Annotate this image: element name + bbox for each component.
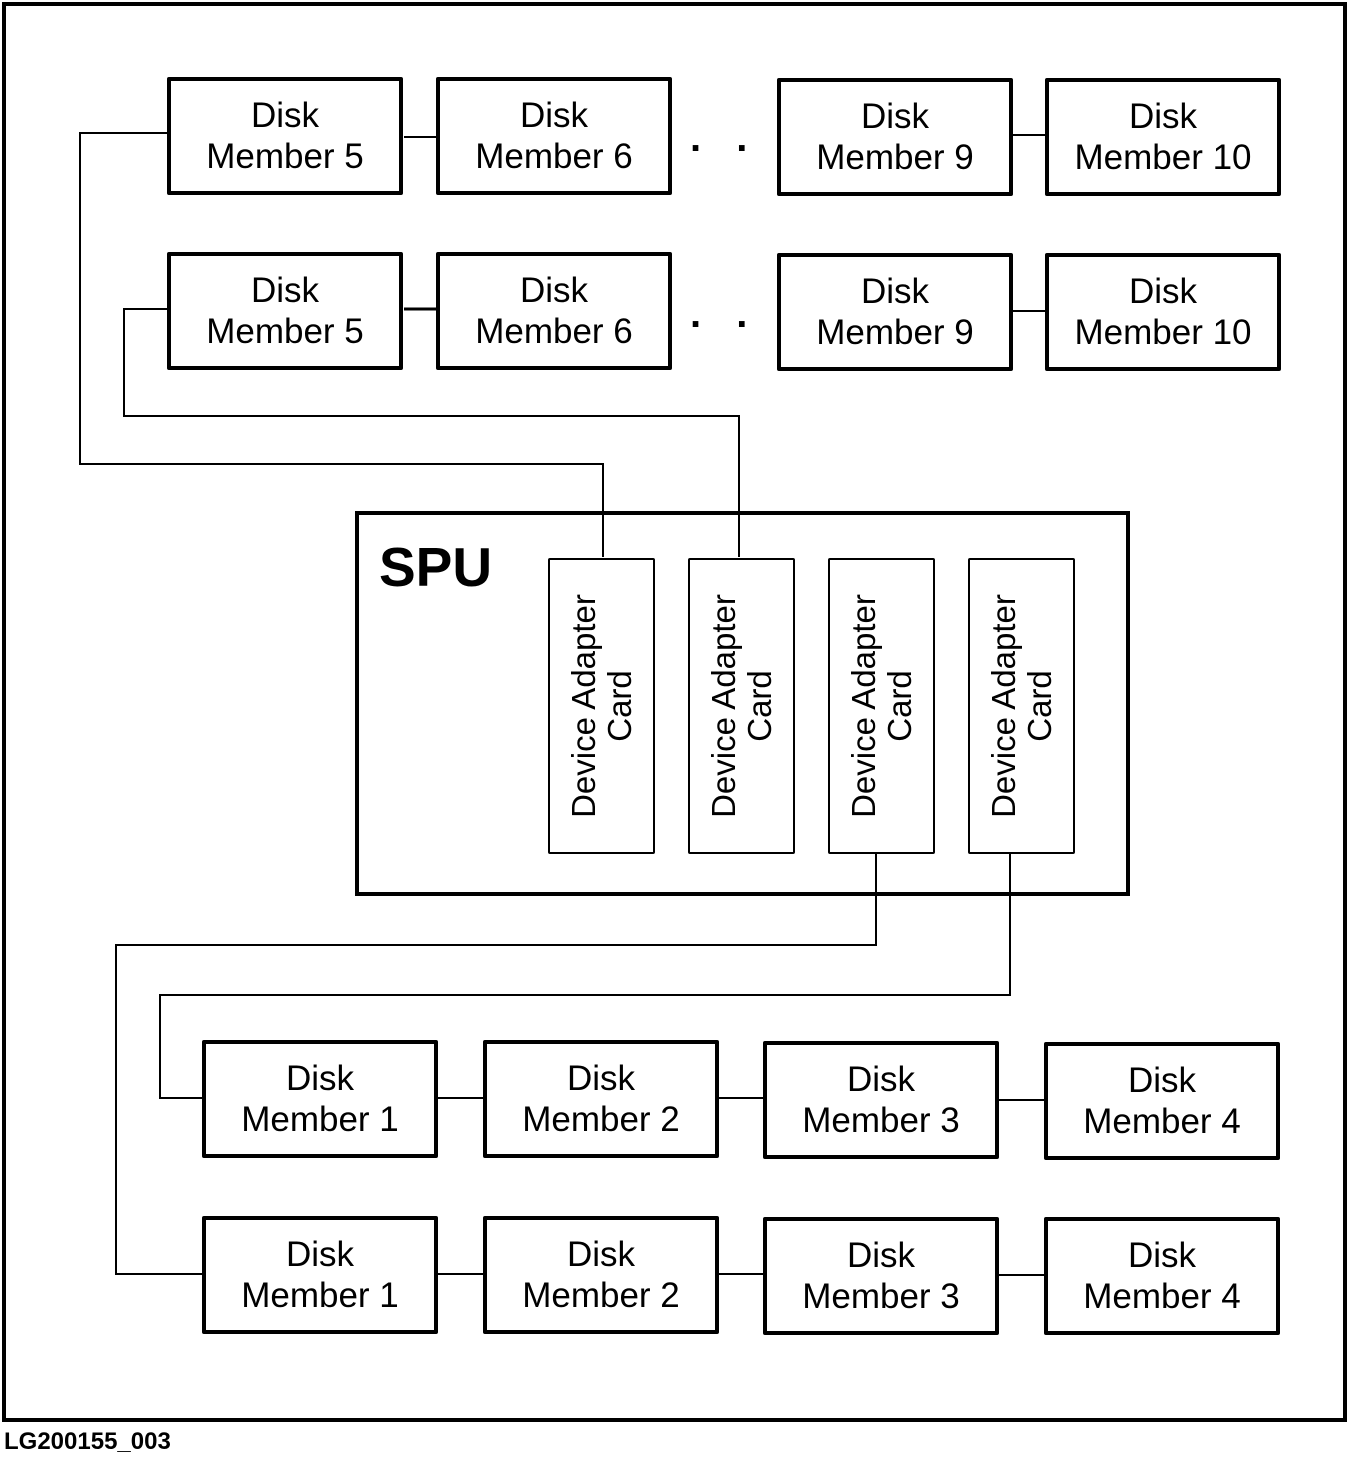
disk-member-1-bottom-row-1: Disk Member 1 (202, 1040, 438, 1158)
disk-label-line2: Member 10 (1074, 313, 1252, 352)
disk-label-line2: Member 9 (816, 138, 974, 177)
disk-label-line1: Disk (566, 1059, 636, 1098)
disk-label-line1: Disk (566, 1235, 636, 1274)
disk-label-line1: Disk (860, 97, 930, 136)
disk-label-line2: Member 10 (1074, 138, 1252, 177)
device-adapter-card-4: Device Adapter Card (968, 558, 1075, 854)
disk-label-line2: Member 6 (475, 137, 633, 176)
disk-label-line2: Member 5 (206, 312, 364, 351)
disk-label-line1: Disk (1128, 272, 1198, 311)
disk-label-line1: Disk (519, 271, 589, 310)
wire-card4-bottom-row-1 (159, 852, 1011, 1099)
device-adapter-card-2: Device Adapter Card (688, 558, 795, 854)
card-label-line1: Device Adapter (984, 594, 1022, 818)
card-label-line2: Card (740, 670, 778, 742)
disk-label-line2: Member 3 (802, 1101, 960, 1140)
disk-member-9-top-row-1: Disk Member 9 (777, 78, 1013, 196)
disk-member-4-bottom-row-1: Disk Member 4 (1044, 1042, 1280, 1160)
disk-label-line2: Member 4 (1083, 1277, 1241, 1316)
disk-member-3-bottom-row-2: Disk Member 3 (763, 1217, 999, 1335)
disk-label-line1: Disk (285, 1235, 355, 1274)
disk-member-2-bottom-row-1: Disk Member 2 (483, 1040, 719, 1158)
diagram-frame (2, 2, 1347, 1422)
device-adapter-card-3: Device Adapter Card (828, 558, 935, 854)
disk-member-10-top-row-1: Disk Member 10 (1045, 78, 1281, 196)
disk-label-line2: Member 3 (802, 1277, 960, 1316)
device-adapter-card-1: Device Adapter Card (548, 558, 655, 854)
wire-card3-bottom-row-2 (115, 852, 877, 1275)
disk-label-line2: Member 5 (206, 137, 364, 176)
disk-member-6-top-row-2: Disk Member 6 (436, 252, 672, 370)
card-label-line1: Device Adapter (564, 594, 602, 818)
disk-member-10-top-row-2: Disk Member 10 (1045, 253, 1281, 371)
disk-label-line1: Disk (846, 1236, 916, 1275)
figure-id: LG200155_003 (4, 1428, 171, 1455)
disk-label-line2: Member 1 (241, 1276, 399, 1315)
disk-label-line1: Disk (1128, 97, 1198, 136)
disk-member-5-top-row-2: Disk Member 5 (167, 252, 403, 370)
disk-label-line1: Disk (1127, 1061, 1197, 1100)
spu-box: SPU Device Adapter Card Device Adapter C… (355, 511, 1130, 896)
card-label-line1: Device Adapter (704, 594, 742, 818)
spu-label: SPU (379, 536, 493, 598)
disk-label-line1: Disk (519, 96, 589, 135)
disk-member-6-top-row-1: Disk Member 6 (436, 77, 672, 195)
disk-label-line2: Member 1 (241, 1100, 399, 1139)
wire-card2-top-row-2 (123, 308, 740, 557)
wire-card1-top-row-1 (79, 132, 604, 557)
disk-label-line1: Disk (250, 96, 320, 135)
disk-label-line1: Disk (860, 272, 930, 311)
disk-label-line2: Member 9 (816, 313, 974, 352)
disk-member-9-top-row-2: Disk Member 9 (777, 253, 1013, 371)
disk-label-line2: Member 2 (522, 1276, 680, 1315)
card-label-line1: Device Adapter (844, 594, 882, 818)
disk-member-4-bottom-row-2: Disk Member 4 (1044, 1217, 1280, 1335)
card-label-line2: Card (880, 670, 918, 742)
disk-member-3-bottom-row-1: Disk Member 3 (763, 1041, 999, 1159)
disk-label-line2: Member 2 (522, 1100, 680, 1139)
disk-member-2-bottom-row-2: Disk Member 2 (483, 1216, 719, 1334)
disk-label-line2: Member 4 (1083, 1102, 1241, 1141)
card-label-line2: Card (600, 670, 638, 742)
disk-member-5-top-row-1: Disk Member 5 (167, 77, 403, 195)
card-label-line2: Card (1020, 670, 1058, 742)
disk-label-line1: Disk (250, 271, 320, 310)
disk-member-1-bottom-row-2: Disk Member 1 (202, 1216, 438, 1334)
disk-label-line1: Disk (846, 1060, 916, 1099)
disk-label-line2: Member 6 (475, 312, 633, 351)
disk-label-line1: Disk (285, 1059, 355, 1098)
disk-label-line1: Disk (1127, 1236, 1197, 1275)
